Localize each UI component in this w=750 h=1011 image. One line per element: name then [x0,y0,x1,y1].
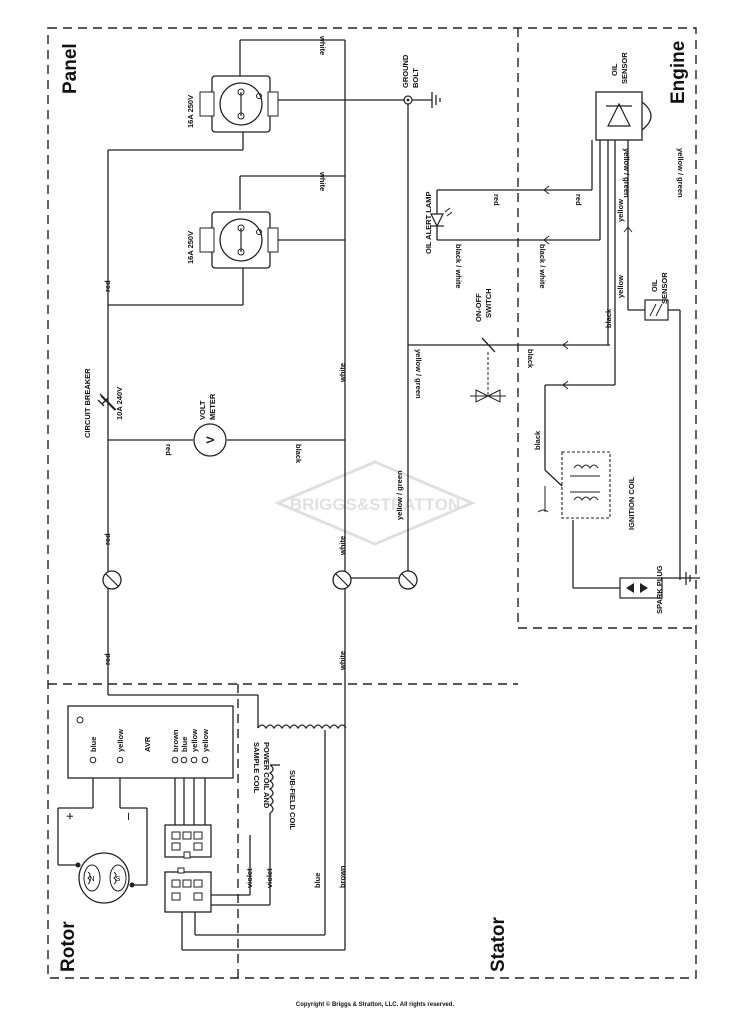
wire-label-black-4: black [533,430,542,450]
wire-label-red-5: red [492,194,501,206]
power-coil-label-2: SAMPLE COIL [252,742,261,794]
oil-alert-lamp: OIL ALERT LAMP [424,192,453,255]
wire-label-yellow-2: yellow [616,275,625,298]
wire-label-white-1: white [318,35,327,55]
oil-sensor-top-label-2: SENSOR [620,52,629,84]
on-off-switch: ON-OFF SWITCH [470,288,506,403]
power-coil-label-1: POWER COIL AND [262,742,271,809]
wire-label-violet-1: violet [245,868,254,888]
ground-bolt: GROUND BOLT [401,54,441,108]
wire-label-brown-1: brown [338,865,347,888]
spark-plug-label: SPARK PLUG [655,565,664,614]
zone-label-rotor: Rotor [58,921,79,972]
voltmeter-symbol: V [205,436,217,444]
on-off-switch-label-1: ON-OFF [474,293,483,322]
avr-module: blue yellow AVR brown blue yellow yellow [67,705,234,779]
wire-label-red-1: red [103,280,112,292]
avr-term-blue-2: blue [180,737,189,752]
wire-arrows [543,185,633,390]
avr-term-yellow-3: yellow [201,729,210,752]
watermark-logo: BRIGGS&STRATTON [274,460,476,546]
wire-label-yellow-green-3: yellow / green [676,148,685,198]
on-off-switch-label-2: SWITCH [484,288,493,318]
engine-wiring [408,140,700,589]
oil-alert-lamp-label: OIL ALERT LAMP [424,192,433,255]
voltmeter-label-2: METER [208,393,217,420]
wire-label-red-3: red [103,533,112,545]
oil-sensor-mid: OIL SENSOR [644,272,669,321]
wire-label-yellow-green-1: yellow / green [395,470,404,520]
copyright-text: Copyright © Briggs & Stratton, LLC. All … [295,1002,455,1008]
wire-label-black-3: black [526,349,535,369]
panel-wiring [107,39,409,950]
connector-bottom [164,867,212,913]
wire-label-white-4: white [338,536,347,556]
avr-term-yellow: yellow [116,729,125,752]
terminal-posts [102,570,418,590]
circuit-breaker-rating: 10A 240V [115,387,124,420]
wire-label-blue-1: blue [313,873,322,888]
zone-label-stator: Stator [488,917,509,973]
wire-label-black-white-1: black / white [454,244,463,289]
rotor-n: N [89,876,94,883]
wire-label-yellow-1: yellow [616,199,625,222]
zone-label-panel: Panel [60,43,81,94]
oil-sensor-top: OIL SENSOR [595,52,652,141]
wire-label-violet-2: violet [265,868,274,888]
avr-term-yellow-2: yellow [190,729,199,752]
ignition-coil: IGNITION COIL [537,451,636,530]
wire-label-black-2: black [604,308,613,328]
outlet-bottom-rating: 16A 250V [186,231,195,264]
wire-label-black-white-2: black / white [538,244,547,289]
voltmeter: V VOLT METER [193,393,227,457]
zone-label-engine: Engine [668,41,689,104]
rotor-s: S [116,876,121,883]
wire-label-red-6: red [574,194,583,206]
ignition-coil-label: IGNITION COIL [627,476,636,530]
circuit-breaker-label: CIRCUIT BREAKER [83,368,92,438]
ground-bolt-label-2: BOLT [411,68,420,88]
avr-name: AVR [143,736,152,752]
watermark-text: BRIGGS&STRATTON [290,495,460,514]
wire-label-black-1: black [294,444,303,464]
wire-label-white-5: white [338,651,347,671]
outlet-bottom: 16A 250V [186,211,279,269]
rotor-plus: + [62,812,77,820]
zone-borders [47,27,697,979]
wire-label-red-4: red [103,653,112,665]
voltmeter-label-1: VOLT [198,400,207,420]
oil-sensor-mid-label-1: OIL [650,279,659,292]
outlet-top: 16A 250V [186,75,279,133]
avr-term-brown: brown [171,729,180,752]
circuit-breaker: CIRCUIT BREAKER 10A 240V [83,368,124,438]
wire-label-red-2: red [164,444,173,456]
avr-term-blue: blue [89,737,98,752]
spark-plug: SPARK PLUG [619,565,664,614]
subfield-coil-label: SUB-FIELD COIL [288,770,297,830]
ground-bolt-label-1: GROUND [401,54,410,88]
wire-label-yellow-green-4: yellow / green [414,349,423,399]
wire-label-yellow-green-2: yellow / green [622,148,631,198]
connector-top [164,824,212,859]
oil-sensor-top-label-1: OIL [610,63,619,76]
rotor-minus: – [120,812,135,820]
wire-label-white-3: white [338,363,347,383]
rotor: N S + – [62,812,135,904]
wire-label-white-2: white [318,171,327,191]
oil-sensor-mid-label-2: SENSOR [660,272,669,304]
outlet-top-rating: 16A 250V [186,95,195,128]
